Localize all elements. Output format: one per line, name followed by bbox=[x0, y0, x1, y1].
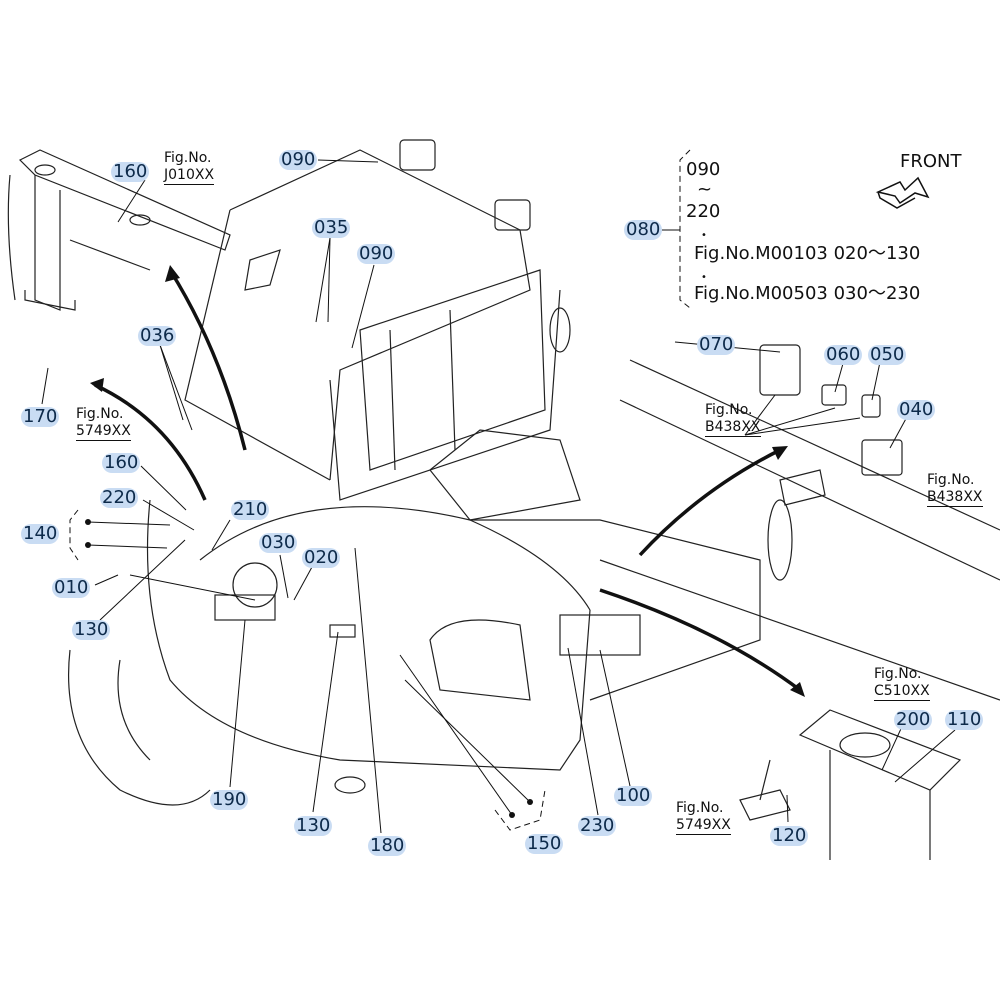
fig-note-line-2: Fig.No.M00503 030～230 bbox=[694, 283, 921, 304]
callout-060[interactable]: 060 bbox=[824, 344, 863, 365]
switches-drawing bbox=[759, 344, 903, 476]
range-end: 220 bbox=[686, 201, 721, 222]
fig-ref-label: Fig.No. bbox=[705, 402, 753, 418]
machine-body-drawing bbox=[67, 429, 761, 806]
callout-110[interactable]: 110 bbox=[945, 709, 984, 730]
pointer-arrow bbox=[599, 588, 802, 692]
cab-drawing bbox=[184, 139, 571, 501]
callout-010[interactable]: 010 bbox=[52, 577, 91, 598]
callout-100[interactable]: 100 bbox=[614, 785, 653, 806]
fig-ref-label: Fig.No. bbox=[927, 472, 975, 488]
fig-ref-number: B438XX bbox=[927, 489, 983, 507]
pointer-arrow bbox=[638, 448, 781, 557]
front-label: FRONT bbox=[900, 151, 962, 172]
bullet-dot: • bbox=[701, 230, 707, 241]
front-arrow-icon bbox=[875, 176, 930, 209]
arrowhead bbox=[772, 446, 788, 460]
fig-ref-number: J010XX bbox=[164, 167, 215, 185]
fig-ref-number: B438XX bbox=[705, 419, 761, 437]
fig-ref-number: 5749XX bbox=[76, 423, 131, 441]
fig-ref-label: Fig.No. bbox=[164, 150, 212, 166]
fig-ref-5749-right[interactable]: Fig.No. 5749XX bbox=[676, 800, 731, 835]
arrowhead bbox=[90, 378, 104, 392]
callout-210[interactable]: 210 bbox=[231, 499, 270, 520]
callout-080[interactable]: 080 bbox=[624, 219, 663, 240]
rear-frame-drawing bbox=[599, 359, 1000, 701]
fig-ref-c510[interactable]: Fig.No. C510XX bbox=[874, 666, 930, 701]
callout-230[interactable]: 230 bbox=[578, 815, 617, 836]
callout-220[interactable]: 220 bbox=[100, 487, 139, 508]
callout-050[interactable]: 050 bbox=[868, 344, 907, 365]
fig-ref-b438-b[interactable]: Fig.No. B438XX bbox=[927, 472, 983, 507]
callout-035[interactable]: 035 bbox=[312, 217, 351, 238]
callout-180[interactable]: 180 bbox=[368, 835, 407, 856]
fig-note-line-1: Fig.No.M00103 020～130 bbox=[694, 243, 921, 264]
callout-200[interactable]: 200 bbox=[894, 709, 933, 730]
fig-ref-5749-left[interactable]: Fig.No. 5749XX bbox=[76, 406, 131, 441]
fig-ref-label: Fig.No. bbox=[76, 406, 124, 422]
callout-040[interactable]: 040 bbox=[897, 399, 936, 420]
fig-ref-b438-a[interactable]: Fig.No. B438XX bbox=[705, 402, 761, 437]
callout-120[interactable]: 120 bbox=[770, 825, 809, 846]
arrowhead bbox=[165, 265, 180, 282]
callout-130[interactable]: 130 bbox=[294, 815, 333, 836]
callout-170[interactable]: 170 bbox=[21, 406, 60, 427]
boom-frame-drawing bbox=[7, 149, 231, 311]
callout-090[interactable]: 090 bbox=[279, 149, 318, 170]
callout-020[interactable]: 020 bbox=[302, 547, 341, 568]
range-tilde: ~ bbox=[697, 179, 713, 200]
callout-036[interactable]: 036 bbox=[138, 325, 177, 346]
callout-090[interactable]: 090 bbox=[357, 243, 396, 264]
bracket-drawing bbox=[739, 709, 962, 860]
fig-ref-label: Fig.No. bbox=[676, 800, 724, 816]
arrowhead bbox=[790, 682, 805, 697]
callout-140[interactable]: 140 bbox=[21, 523, 60, 544]
callout-150[interactable]: 150 bbox=[525, 833, 564, 854]
pointer-arrow bbox=[168, 269, 247, 451]
callout-070[interactable]: 070 bbox=[697, 334, 736, 355]
callout-190[interactable]: 190 bbox=[210, 789, 249, 810]
callout-160[interactable]: 160 bbox=[102, 452, 141, 473]
fig-ref-label: Fig.No. bbox=[874, 666, 922, 682]
fig-ref-j010[interactable]: Fig.No. J010XX bbox=[164, 150, 215, 185]
fig-ref-number: C510XX bbox=[874, 683, 930, 701]
range-start: 090 bbox=[686, 159, 721, 180]
callout-030[interactable]: 030 bbox=[259, 532, 298, 553]
fig-ref-number: 5749XX bbox=[676, 817, 731, 835]
callout-130[interactable]: 130 bbox=[72, 619, 111, 640]
callout-160[interactable]: 160 bbox=[111, 161, 150, 182]
pointer-arrow bbox=[94, 383, 207, 501]
bullet-dot: • bbox=[701, 272, 707, 283]
